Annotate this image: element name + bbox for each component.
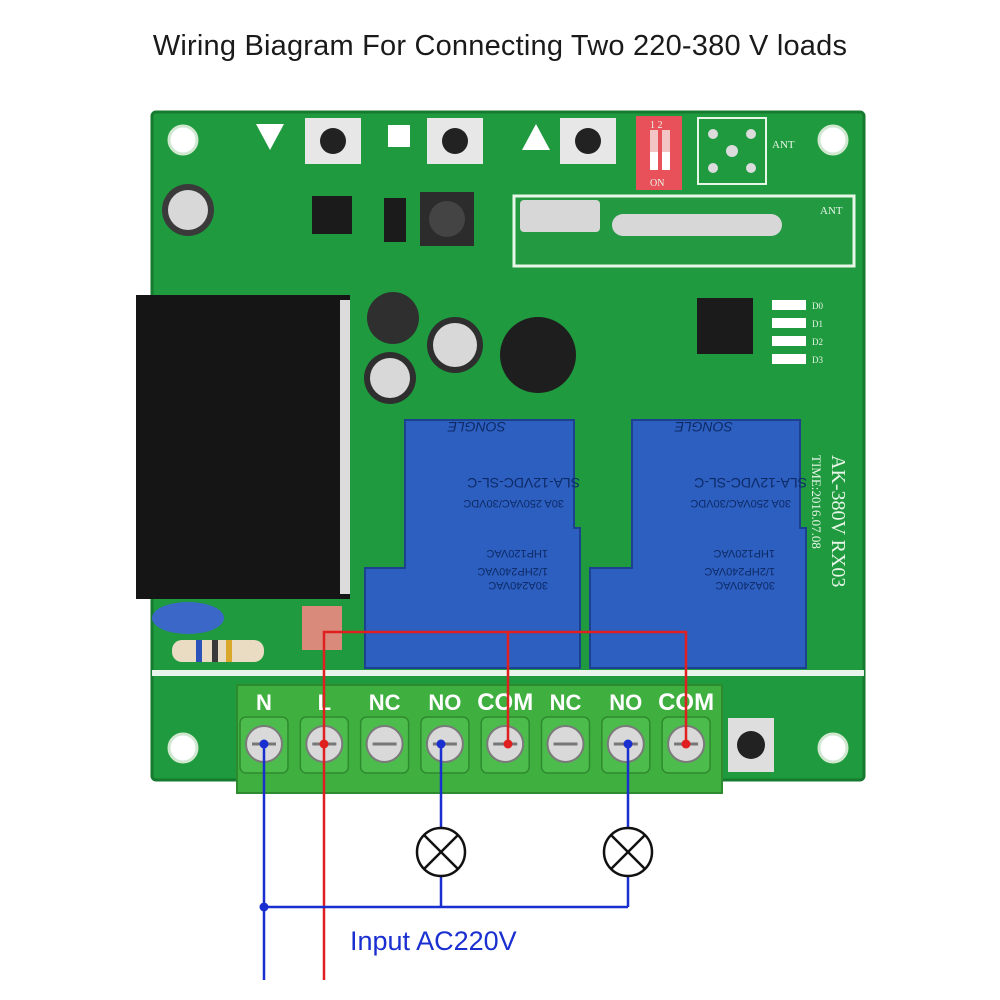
terminal-label: NO [428,690,461,715]
terminal-label: NO [609,690,642,715]
live-wiring [322,630,688,980]
rf-module [512,194,856,268]
component-round [367,292,419,344]
y-capacitor [152,602,224,634]
relay-1-rating-1: 30A240VAC [488,579,548,591]
neutral-wiring [262,744,630,980]
live-dots [319,739,691,749]
terminal-label: N [256,690,272,715]
relay-2-rating-1: 30A240VAC [715,579,775,591]
relay-2-rating-2: 1/2HP240VAC [704,565,775,577]
button-1[interactable] [305,118,361,164]
dip-switch-on-label: ON [650,178,664,189]
model-label: AK-380V RX03 [827,455,849,587]
relay-1-rating-3: 1HP120VAC [486,547,548,559]
button-3[interactable] [560,118,616,164]
input-label: Input AC220V [350,926,517,956]
relay-1-part: SLA-12VDC-SL-C [467,475,580,491]
led-label-d3: D3 [812,355,823,365]
ant-label: ANT [772,139,795,151]
down-arrow-icon [256,124,284,150]
led-label-d1: D1 [812,319,823,329]
relay-2-markings: 30A240VAC 1/2HP240VAC 1HP120VAC 30A 250V… [674,419,807,591]
dip-switch[interactable] [636,116,682,190]
rf-ant-label: ANT [820,205,843,217]
relay-2-rating-4: 30A 250VAC/30VDC [690,497,791,509]
terminal-label: COM [477,689,533,716]
antenna-connector [697,117,767,185]
up-arrow-icon [522,124,550,150]
date-label: TIME:2016.07.08 [809,455,824,549]
mounting-holes [167,124,849,764]
lamp-icon [602,826,654,878]
ic-chip-1 [312,196,352,234]
relay-1-markings: 30A240VAC 1/2HP240VAC 1HP120VAC 30A 250V… [447,419,580,591]
relay-2-part: SLA-12VDC-SL-C [694,475,807,491]
diagram-title: Wiring Biagram For Connecting Two 220-38… [152,30,848,62]
relay-2-brand: SONGLE [674,419,733,435]
relay-1-brand: SONGLE [447,419,506,435]
terminal-label: NC [369,690,401,715]
relay-1-rating-2: 1/2HP240VAC [477,565,548,577]
button-2[interactable] [427,118,483,164]
neutral-dots [259,739,633,912]
relay-1-rating-4: 30A 250VAC/30VDC [463,497,564,509]
buzzer [500,317,576,393]
led-label-d2: D2 [812,337,823,347]
relay-2 [589,419,807,669]
fuse [302,606,342,650]
led-label-d0: D0 [812,301,823,311]
lamp-icon [415,826,467,878]
relay-2-rating-3: 1HP120VAC [713,547,775,559]
terminal-label: NC [550,690,582,715]
ic-chip-2 [697,298,753,354]
dip-switch-label: 1 2 [650,120,663,131]
relay-1 [364,419,581,669]
power-module [136,295,350,599]
square-icon [388,125,410,147]
